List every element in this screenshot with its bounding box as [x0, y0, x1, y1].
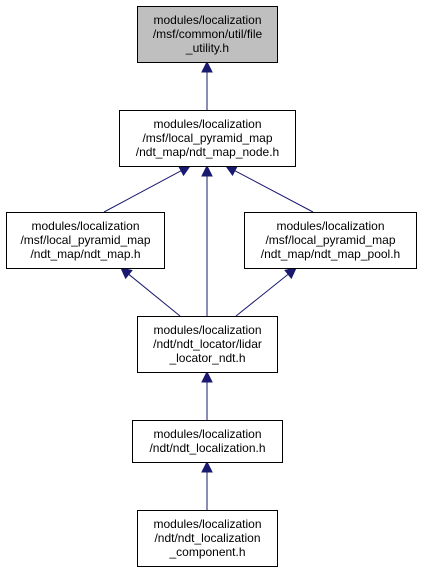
nodes-layer: modules/localization/msf/common/util/fil…	[6, 6, 417, 567]
node-file-utility: modules/localization/msf/common/util/fil…	[137, 6, 278, 63]
node-label-line: /msf/local_pyramid_map	[20, 233, 150, 247]
node-label-line: /ndt_map/ndt_map_pool.h	[261, 247, 400, 261]
node-label-line: modules/localization	[153, 323, 261, 337]
edge-ndt_map_node-to-file_utility	[201, 60, 213, 110]
edge-line	[234, 170, 314, 213]
node-ndt-localization[interactable]: modules/localization/ndt/ndt_localizatio…	[132, 420, 283, 463]
edge-ndt_localization_component-to-ndt_localization	[201, 460, 213, 510]
node-ndt-localization-component[interactable]: modules/localization/ndt/ndt_localizatio…	[137, 510, 278, 567]
node-label-line: modules/localization	[153, 427, 261, 441]
arrowhead-icon	[120, 267, 133, 280]
node-label-line: /msf/local_pyramid_map	[265, 233, 395, 247]
node-label-line: /ndt/ndt_localization.h	[149, 441, 265, 455]
edge-lidar_locator_ndt-to-ndt_map_node	[201, 164, 213, 316]
edge-ndt_map-to-ndt_map_node	[103, 165, 191, 213]
node-label-line: /msf/common/util/file	[153, 27, 263, 41]
node-box	[137, 6, 278, 63]
node-label-line: _utility.h	[185, 41, 229, 55]
edge-line	[235, 273, 289, 317]
edge-ndt_localization-to-lidar_locator_ndt	[201, 370, 213, 420]
node-ndt-map-pool[interactable]: modules/localization/msf/local_pyramid_m…	[244, 212, 417, 269]
edge-line	[128, 273, 181, 317]
node-box	[244, 212, 417, 269]
node-label-line: modules/localization	[153, 517, 261, 531]
node-label-line: modules/localization	[31, 219, 139, 233]
node-label-line: /ndt/ndt_locator/lidar	[153, 337, 262, 351]
node-ndt-map[interactable]: modules/localization/msf/local_pyramid_m…	[6, 212, 165, 269]
node-box	[119, 110, 296, 167]
arrowhead-icon	[201, 60, 213, 73]
edge-lidar_locator_ndt-to-ndt_map_pool	[235, 267, 297, 317]
arrowhead-icon	[201, 164, 213, 177]
node-label-line: _locator_ndt.h	[168, 351, 245, 365]
node-label-line: modules/localization	[153, 117, 261, 131]
arrowhead-icon	[201, 370, 213, 383]
arrowhead-icon	[284, 267, 297, 280]
node-label-line: modules/localization	[276, 219, 384, 233]
arrowhead-icon	[201, 460, 213, 473]
edge-ndt_map_pool-to-ndt_map_node	[225, 165, 314, 213]
node-box	[137, 316, 278, 373]
node-label-line: /ndt_map/ndt_map.h	[30, 247, 140, 261]
edge-line	[103, 170, 182, 213]
node-ndt-map-node[interactable]: modules/localization/msf/local_pyramid_m…	[119, 110, 296, 167]
edge-lidar_locator_ndt-to-ndt_map	[120, 267, 181, 317]
node-label-line: /ndt/ndt_localization	[154, 531, 260, 545]
node-label-line: /msf/local_pyramid_map	[142, 131, 272, 145]
node-label-line: modules/localization	[153, 13, 261, 27]
node-label-line: /ndt_map/ndt_map_node.h	[136, 145, 279, 159]
node-box	[137, 510, 278, 567]
node-label-line: _component.h	[168, 545, 245, 559]
node-lidar-locator-ndt[interactable]: modules/localization/ndt/ndt_locator/lid…	[137, 316, 278, 373]
node-box	[6, 212, 165, 269]
node-box	[132, 420, 283, 463]
